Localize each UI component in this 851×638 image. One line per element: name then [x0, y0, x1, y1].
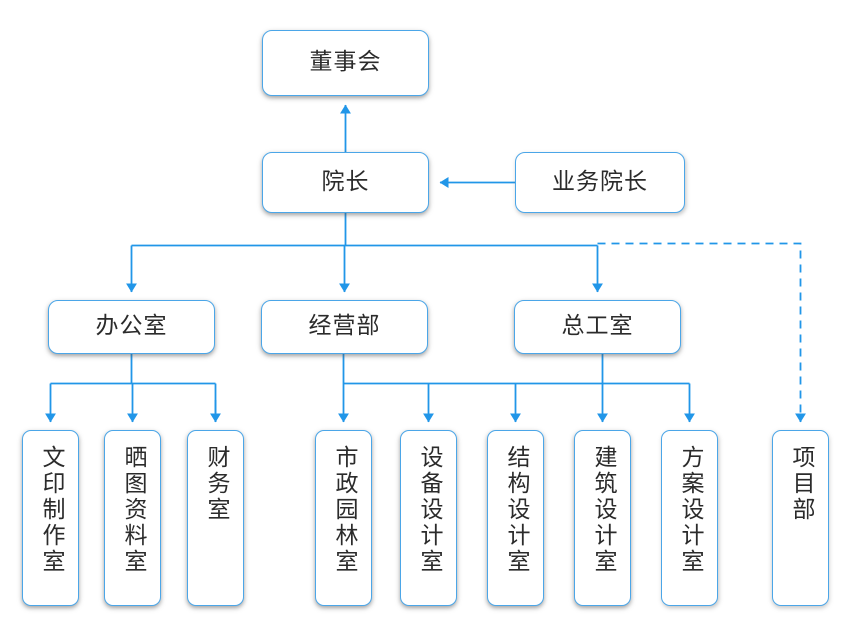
node-print-production-room[interactable]: 文印制作室 — [22, 430, 79, 606]
node-architecture-design-room[interactable]: 建筑设计室 — [574, 430, 631, 606]
node-structure-design-room-label: 结构设计室 — [503, 445, 529, 575]
node-president[interactable]: 院长 — [262, 152, 429, 213]
node-equipment-design-room[interactable]: 设备设计室 — [400, 430, 457, 606]
node-finance-room[interactable]: 财务室 — [187, 430, 244, 606]
node-office[interactable]: 办公室 — [48, 300, 215, 354]
node-operations-department[interactable]: 经营部 — [261, 300, 428, 354]
node-architecture-design-room-label: 建筑设计室 — [590, 445, 616, 575]
node-board-label: 董事会 — [309, 49, 382, 76]
node-print-production-room-label: 文印制作室 — [38, 445, 64, 575]
node-municipal-landscape-room-label: 市政园林室 — [331, 445, 357, 575]
node-project-department-label: 项目部 — [788, 445, 814, 523]
node-board[interactable]: 董事会 — [262, 30, 429, 96]
node-business-vice-president[interactable]: 业务院长 — [515, 152, 685, 213]
node-blueprint-archive-room-label: 晒图资料室 — [120, 445, 146, 575]
node-business-vice-president-label: 业务院长 — [552, 168, 648, 195]
node-chief-engineer-office-label: 总工室 — [561, 313, 634, 340]
node-structure-design-room[interactable]: 结构设计室 — [487, 430, 544, 606]
node-chief-engineer-office[interactable]: 总工室 — [514, 300, 681, 354]
node-finance-room-label: 财务室 — [203, 445, 229, 523]
node-operations-department-label: 经营部 — [308, 313, 381, 340]
node-office-label: 办公室 — [95, 313, 168, 340]
node-blueprint-archive-room[interactable]: 晒图资料室 — [104, 430, 161, 606]
node-municipal-landscape-room[interactable]: 市政园林室 — [315, 430, 372, 606]
node-scheme-design-room[interactable]: 方案设计室 — [661, 430, 718, 606]
node-equipment-design-room-label: 设备设计室 — [416, 445, 442, 575]
node-president-label: 院长 — [321, 168, 370, 195]
node-scheme-design-room-label: 方案设计室 — [677, 445, 703, 575]
node-project-department[interactable]: 项目部 — [772, 430, 829, 606]
